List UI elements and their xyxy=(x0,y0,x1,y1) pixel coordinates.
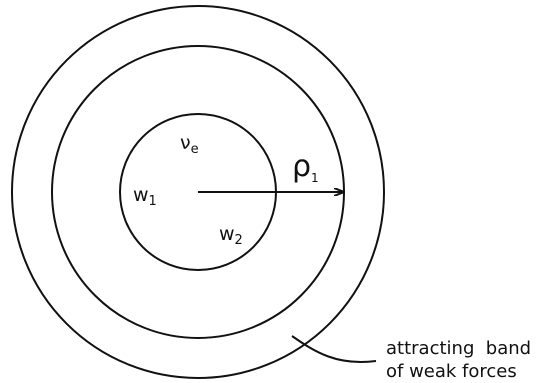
w2-main: w xyxy=(219,223,235,245)
rho1-label: ρ1 xyxy=(292,149,319,185)
middle-circle xyxy=(51,45,345,339)
nu-e-sub: e xyxy=(191,142,199,157)
annotation-line-1: attracting band xyxy=(386,338,531,359)
annotation-line-2: of weak forces xyxy=(386,361,517,382)
w1-label: w1 xyxy=(133,184,157,209)
annotation-leader-curve xyxy=(291,335,377,363)
nu-e-main: ν xyxy=(180,132,191,154)
nu-e-label: νe xyxy=(180,132,199,157)
w2-label: w2 xyxy=(219,223,243,248)
w1-main: w xyxy=(133,184,149,206)
w2-sub: 2 xyxy=(235,233,243,248)
rho1-main: ρ xyxy=(292,149,311,184)
rho1-sub: 1 xyxy=(311,171,319,185)
outer-circle xyxy=(11,5,385,379)
w1-sub: 1 xyxy=(149,194,157,209)
